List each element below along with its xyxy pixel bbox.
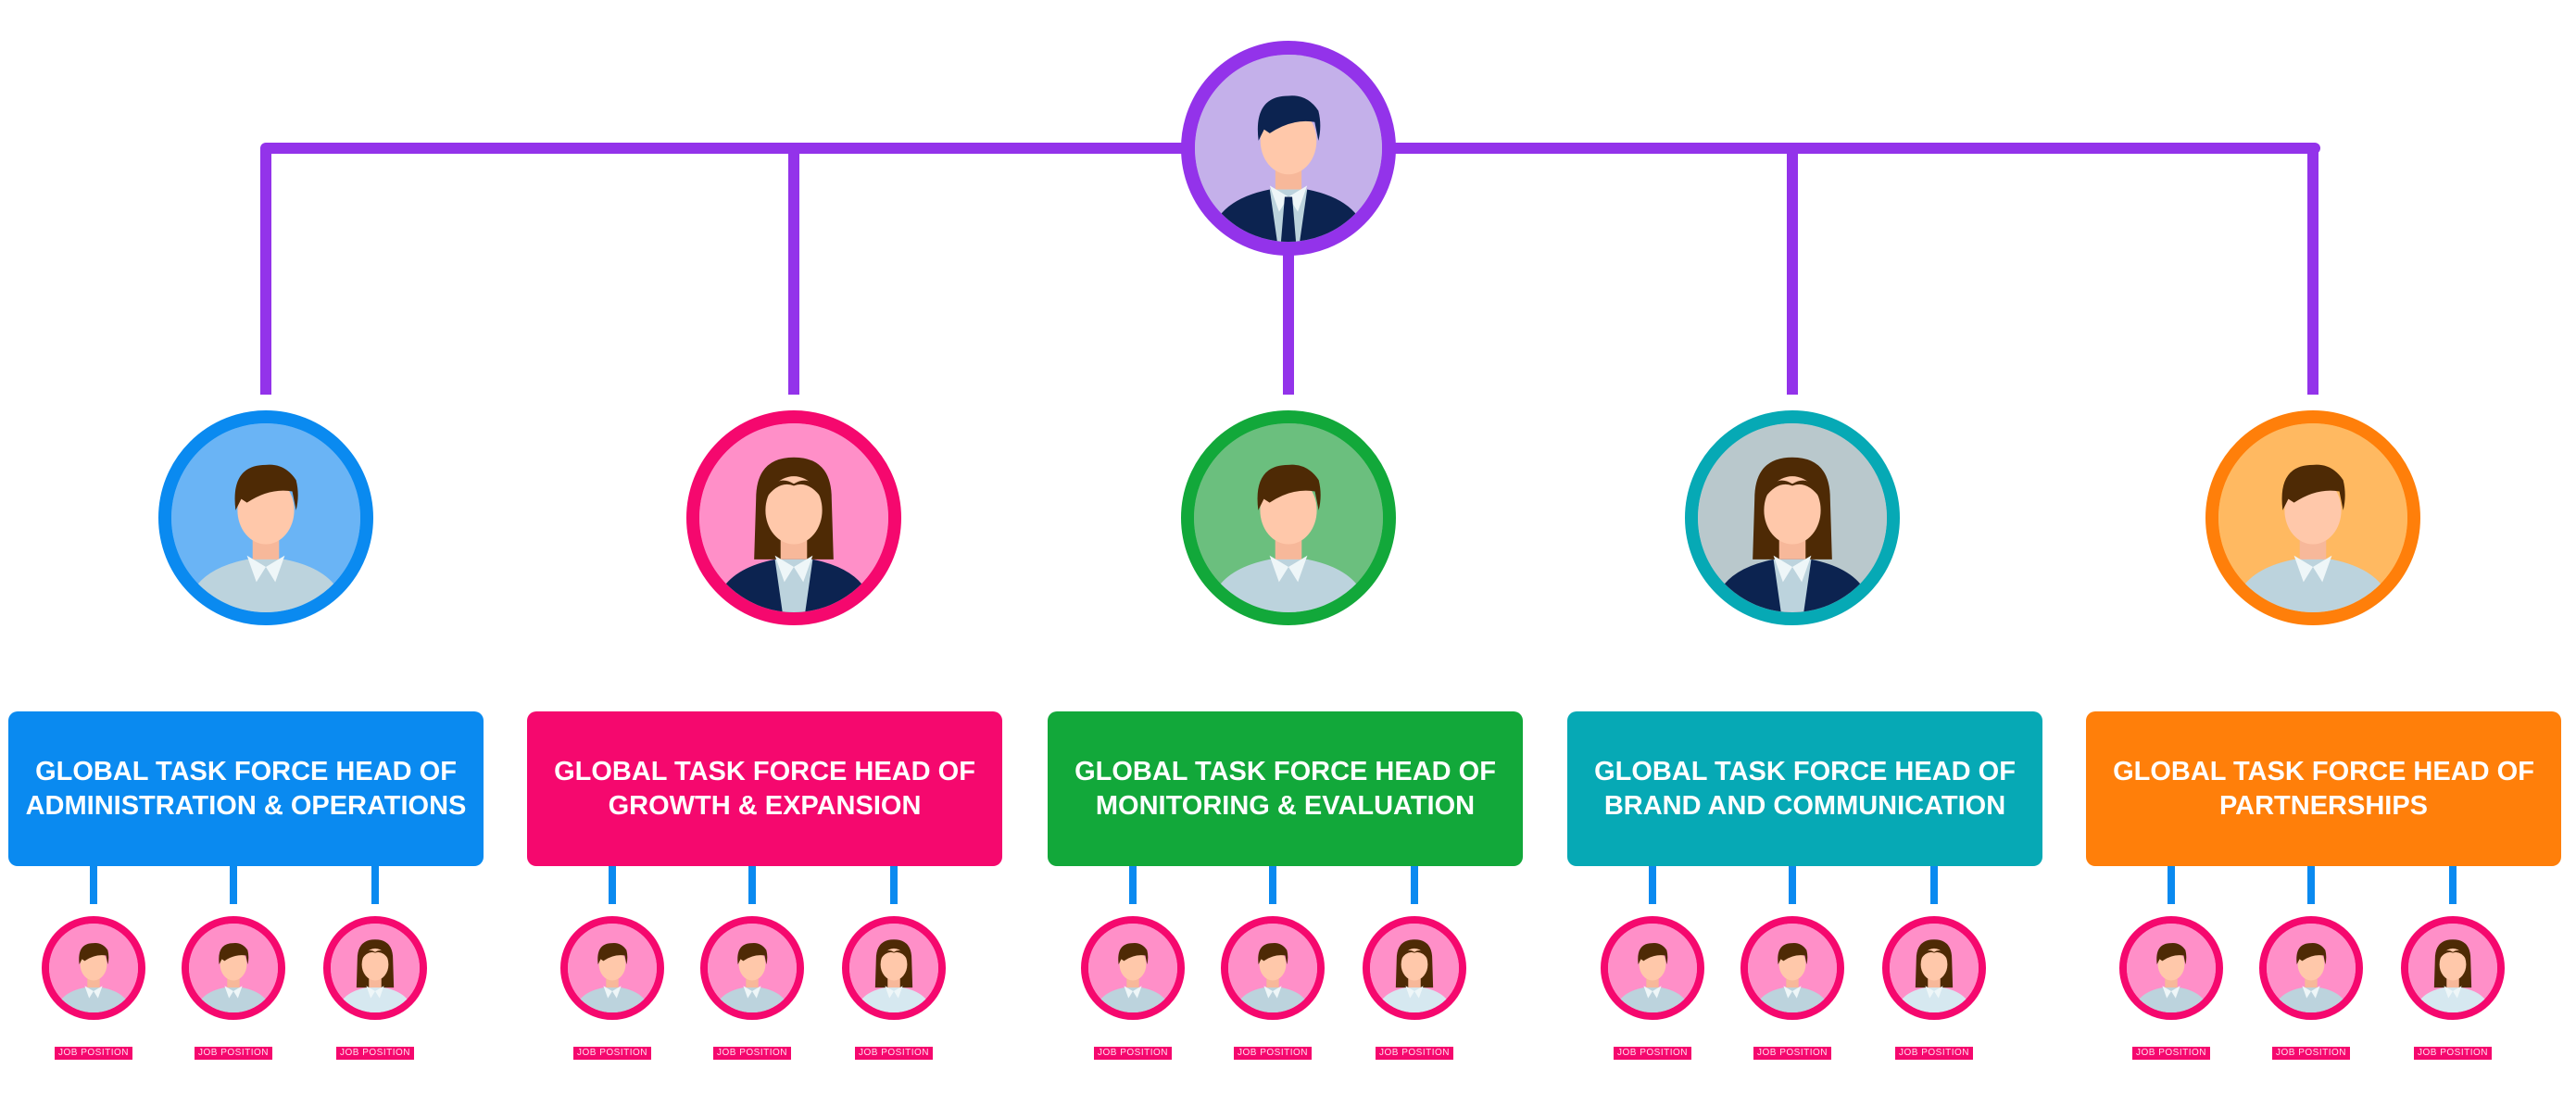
connector-drop bbox=[2307, 143, 2318, 395]
job-position-label: JOB POSITION bbox=[2414, 1047, 2492, 1060]
department-title-line1: GLOBAL TASK FORCE HEAD OF bbox=[2113, 756, 2534, 786]
member-connector bbox=[1789, 866, 1796, 904]
job-position-label: JOB POSITION bbox=[2272, 1047, 2350, 1060]
member-connector bbox=[1649, 866, 1656, 904]
member-connector bbox=[230, 866, 237, 904]
team-member-avatar bbox=[2119, 916, 2223, 1020]
department-title-line2: ADMINISTRATION & OPERATIONS bbox=[25, 790, 467, 821]
connector-drop bbox=[788, 143, 799, 395]
department-title-line1: GLOBAL TASK FORCE HEAD OF bbox=[1594, 756, 2016, 786]
member-connector bbox=[2449, 866, 2457, 904]
job-position-label: JOB POSITION bbox=[195, 1047, 272, 1060]
department-title-line2: BRAND AND COMMUNICATION bbox=[1603, 790, 2006, 821]
department-title-box: GLOBAL TASK FORCE HEAD OF ADMINISTRATION … bbox=[8, 711, 484, 866]
job-position-label: JOB POSITION bbox=[1753, 1047, 1831, 1060]
member-connector bbox=[1930, 866, 1938, 904]
team-member-avatar bbox=[1081, 916, 1185, 1020]
team-member-avatar bbox=[42, 916, 145, 1020]
job-position-label: JOB POSITION bbox=[1614, 1047, 1691, 1060]
department-title-line2: GROWTH & EXPANSION bbox=[608, 790, 922, 821]
department-title-line2: MONITORING & EVALUATION bbox=[1095, 790, 1476, 821]
team-member-avatar bbox=[323, 916, 427, 1020]
department-head-avatar bbox=[158, 410, 373, 625]
team-member-avatar bbox=[842, 916, 946, 1020]
team-member-avatar bbox=[1740, 916, 1844, 1020]
job-position-label: JOB POSITION bbox=[2132, 1047, 2210, 1060]
department-head-avatar bbox=[686, 410, 901, 625]
team-member-avatar bbox=[1363, 916, 1466, 1020]
member-connector bbox=[2307, 866, 2315, 904]
department-head-avatar bbox=[2205, 410, 2420, 625]
job-position-label: JOB POSITION bbox=[1234, 1047, 1312, 1060]
department-title-box: GLOBAL TASK FORCE HEAD OF GROWTH & EXPANS… bbox=[527, 711, 1002, 866]
department-title-line2: PARTNERSHIPS bbox=[2218, 790, 2429, 821]
member-connector bbox=[609, 866, 616, 904]
department-title-box: GLOBAL TASK FORCE HEAD OF MONITORING & EV… bbox=[1048, 711, 1523, 866]
department-head-avatar bbox=[1685, 410, 1900, 625]
job-position-label: JOB POSITION bbox=[336, 1047, 414, 1060]
job-position-label: JOB POSITION bbox=[1895, 1047, 1973, 1060]
department-title-box: GLOBAL TASK FORCE HEAD OF PARTNERSHIPS bbox=[2086, 711, 2561, 866]
team-member-avatar bbox=[700, 916, 804, 1020]
department-head-avatar bbox=[1181, 410, 1396, 625]
member-connector bbox=[1411, 866, 1418, 904]
member-connector bbox=[2168, 866, 2175, 904]
department-title-line1: GLOBAL TASK FORCE HEAD OF bbox=[35, 756, 457, 786]
ceo-avatar bbox=[1181, 41, 1396, 256]
member-connector bbox=[748, 866, 756, 904]
team-member-avatar bbox=[1882, 916, 1986, 1020]
member-connector bbox=[371, 866, 379, 904]
connector-drop bbox=[260, 143, 271, 395]
team-member-avatar bbox=[2401, 916, 2505, 1020]
job-position-label: JOB POSITION bbox=[55, 1047, 132, 1060]
connector-drop bbox=[1787, 143, 1798, 395]
department-title-box: GLOBAL TASK FORCE HEAD OF BRAND AND COMMU… bbox=[1567, 711, 2042, 866]
team-member-avatar bbox=[2259, 916, 2363, 1020]
job-position-label: JOB POSITION bbox=[713, 1047, 791, 1060]
job-position-label: JOB POSITION bbox=[855, 1047, 933, 1060]
job-position-label: JOB POSITION bbox=[1094, 1047, 1172, 1060]
department-title-line1: GLOBAL TASK FORCE HEAD OF bbox=[1074, 756, 1496, 786]
department-title-line1: GLOBAL TASK FORCE HEAD OF bbox=[554, 756, 975, 786]
team-member-avatar bbox=[1601, 916, 1704, 1020]
member-connector bbox=[1269, 866, 1276, 904]
member-connector bbox=[890, 866, 898, 904]
team-member-avatar bbox=[560, 916, 664, 1020]
member-connector bbox=[1129, 866, 1137, 904]
job-position-label: JOB POSITION bbox=[573, 1047, 651, 1060]
job-position-label: JOB POSITION bbox=[1376, 1047, 1453, 1060]
member-connector bbox=[90, 866, 97, 904]
team-member-avatar bbox=[1221, 916, 1325, 1020]
team-member-avatar bbox=[182, 916, 285, 1020]
